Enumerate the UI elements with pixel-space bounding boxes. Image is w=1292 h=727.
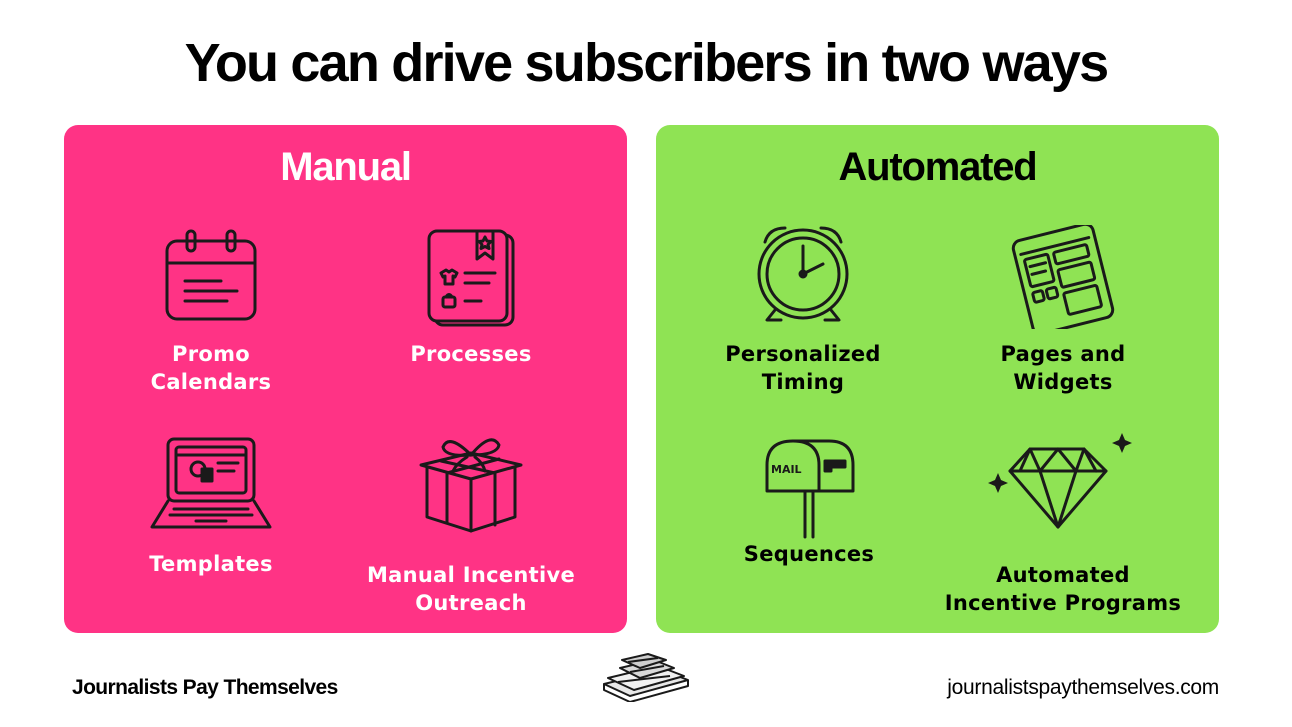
item-label-line1: Manual Incentive — [366, 563, 576, 587]
item-manual-incentive-outreach: Manual Incentive Outreach — [336, 425, 606, 615]
clipboard-icon — [427, 229, 515, 327]
mailbox-icon: MAIL — [765, 439, 855, 539]
footer-url[interactable]: journalistspaythemselves.com — [947, 676, 1219, 699]
automated-panel: Automated Personalized Timing — [656, 125, 1219, 633]
item-label-line1: Automated — [996, 563, 1130, 587]
laptop-icon — [150, 437, 272, 529]
item-label-line1: Processes — [410, 342, 532, 366]
diamond-icon — [988, 433, 1132, 529]
item-pages-and-widgets: Pages and Widgets — [928, 225, 1198, 405]
money-stack-icon — [603, 653, 689, 702]
item-personalized-timing: Personalized Timing — [668, 220, 938, 400]
automated-heading: Automated — [838, 145, 1037, 189]
tablet-widgets-icon — [1011, 225, 1115, 329]
item-label-line1: Templates — [149, 552, 273, 576]
item-sequences: MAIL Sequences — [674, 435, 944, 595]
item-label-line2: Outreach — [415, 591, 527, 615]
item-label-line1: Pages and — [1000, 342, 1126, 366]
item-promo-calendars: Promo Calendars — [76, 225, 346, 405]
item-label-line1: Sequences — [743, 542, 875, 566]
mailbox-label: MAIL — [771, 463, 802, 476]
item-label-line2: Calendars — [150, 370, 272, 394]
manual-panel: Manual Promo Calendars — [64, 125, 627, 633]
manual-heading: Manual — [280, 145, 412, 189]
alarm-clock-icon — [757, 226, 849, 322]
calendar-icon — [165, 229, 257, 321]
item-label-line2: Timing — [761, 370, 845, 394]
item-automated-incentive-programs: Automated Incentive Programs — [928, 425, 1198, 615]
page-title: You can drive subscribers in two ways — [184, 33, 1110, 93]
item-label-line1: Promo — [172, 342, 250, 366]
item-label-line2: Widgets — [1013, 370, 1113, 394]
footer-brand: Journalists Pay Themselves — [72, 676, 338, 699]
item-label-line2: Incentive Programs — [944, 591, 1182, 615]
item-templates: Templates — [76, 435, 346, 595]
gift-icon — [419, 438, 523, 533]
item-label-line1: Personalized — [725, 342, 881, 366]
item-processes: Processes — [336, 225, 606, 405]
